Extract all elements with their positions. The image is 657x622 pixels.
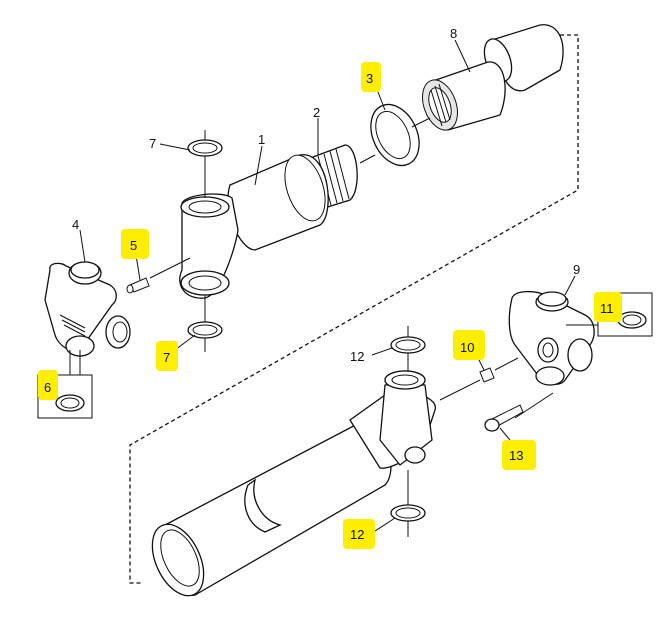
assembly-connector-line xyxy=(129,34,579,584)
part-6-kit-box xyxy=(37,350,93,419)
axis-line xyxy=(439,379,481,401)
callout-7-top: 7 xyxy=(149,136,156,151)
axis-line xyxy=(411,117,431,128)
part-13-bolt xyxy=(484,404,524,432)
part-4-universal-joint xyxy=(44,261,131,357)
part-9-universal-joint xyxy=(508,290,595,386)
callout-1: 1 xyxy=(258,132,265,147)
highlight-3 xyxy=(361,62,381,92)
callout-3: 3 xyxy=(366,71,373,86)
highlight-7 xyxy=(156,341,178,371)
part-10-grease-fitting xyxy=(479,367,495,383)
part-7-ring-top xyxy=(187,139,223,157)
part-8-tube-sleeve xyxy=(422,24,564,131)
part-11-kit-box xyxy=(566,292,653,337)
axis-line xyxy=(359,154,376,164)
callout-9: 9 xyxy=(573,262,580,277)
axis-line xyxy=(514,392,554,419)
highlight-13 xyxy=(502,440,536,470)
callout-10: 10 xyxy=(460,340,474,355)
highlight-marks xyxy=(38,62,622,549)
axis-line xyxy=(494,357,519,371)
callout-12-top: 12 xyxy=(350,349,364,364)
callout-12-bottom: 12 xyxy=(350,527,364,542)
callout-6: 6 xyxy=(44,380,51,395)
highlight-5 xyxy=(121,229,149,259)
callout-2: 2 xyxy=(313,105,320,120)
callout-labels: 1 2 3 4 5 6 7 7 8 9 10 11 12 12 13 xyxy=(44,26,614,542)
callout-13: 13 xyxy=(509,448,523,463)
tube-yoke xyxy=(349,370,436,469)
callout-8: 8 xyxy=(450,26,457,41)
callout-7-bottom: 7 xyxy=(163,350,170,365)
leader-lines xyxy=(79,39,576,534)
drive-tube xyxy=(151,418,392,597)
highlight-12 xyxy=(343,519,375,549)
part-3-seal-ring xyxy=(370,103,420,167)
highlight-10 xyxy=(453,330,485,360)
part-5-grease-fitting xyxy=(126,277,150,294)
highlight-6 xyxy=(38,370,58,400)
callout-5: 5 xyxy=(130,238,137,253)
part-12-ring-top xyxy=(390,336,426,354)
highlight-11 xyxy=(594,292,622,322)
part-12-ring-bottom xyxy=(390,504,426,522)
callout-11: 11 xyxy=(600,301,614,316)
part-7-ring-bottom xyxy=(187,321,223,339)
axis-line xyxy=(149,257,191,279)
part-1-slip-yoke xyxy=(179,154,329,299)
callout-4: 4 xyxy=(72,217,79,232)
